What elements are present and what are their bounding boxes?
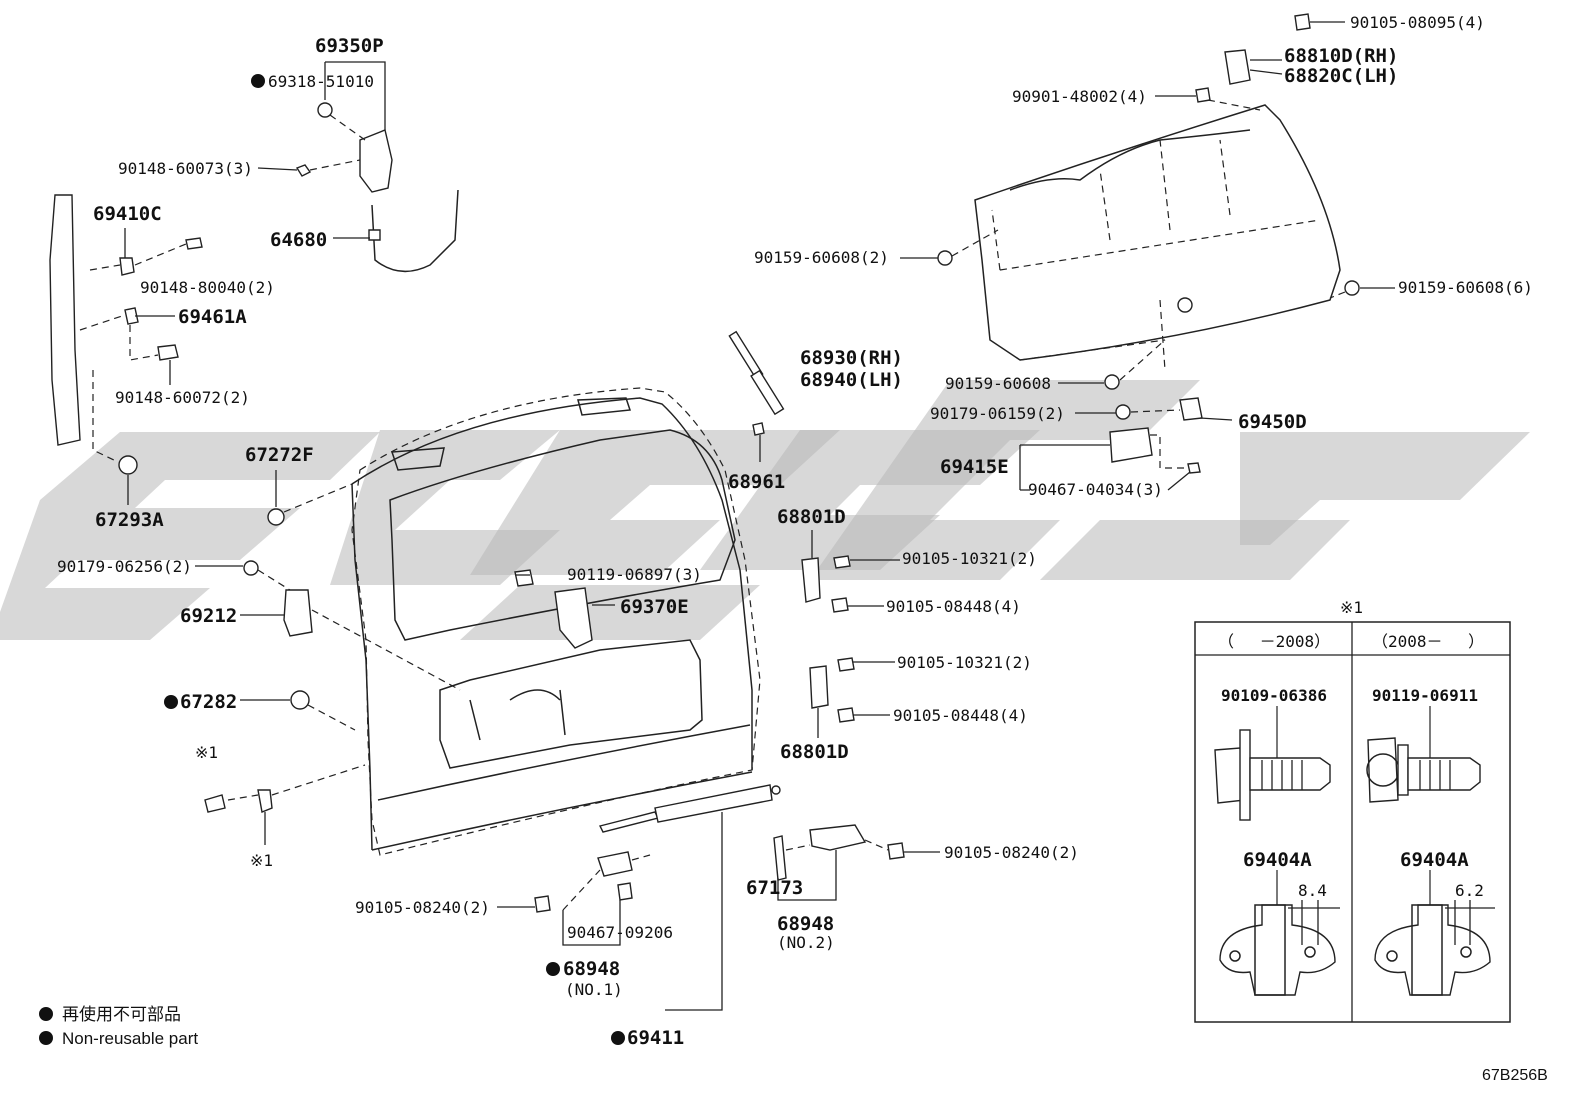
non-reusable-mark [164,695,178,709]
label-69318-51010: 69318-51010 [268,72,374,91]
label-69450D: 69450D [1238,411,1307,433]
label-note1-a: ※1 [195,743,218,762]
label-68948-no2: 68948 [777,913,834,935]
label-90105-08448-b: 90105-08448(4) [893,706,1028,725]
label-69212: 69212 [180,605,237,627]
label-64680: 64680 [270,229,327,251]
label-68930: 68930(RH) [800,347,903,369]
label-68940: 68940(LH) [800,369,903,391]
label-90148-80040: 90148-80040(2) [140,278,275,297]
gas-strut-lower [598,784,781,833]
legend-ja: 再使用不可部品 [62,1004,181,1024]
back-door-panel [351,387,761,856]
label-68801D-a: 68801D [777,506,846,528]
inset-mark: ※1 [1340,598,1363,617]
non-reusable-mark [546,962,560,976]
label-90179-06159: 90179-06159(2) [930,404,1065,423]
inset-col1-bolt: 90109-06386 [1221,686,1327,705]
inset-col2-dim: 6.2 [1455,881,1484,900]
label-90105-08240-b: 90105-08240(2) [944,843,1079,862]
diagram-code: 67B256B [1482,1067,1548,1084]
label-69350P: 69350P [315,35,384,57]
label-90467-09206: 90467-09206 [567,923,673,942]
non-reusable-mark [611,1031,625,1045]
label-90105-10321-a: 90105-10321(2) [902,549,1037,568]
label-90148-60072: 90148-60072(2) [115,388,250,407]
label-68820C: 68820C(LH) [1284,65,1398,87]
label-90179-06256: 90179-06256(2) [57,557,192,576]
label-90105-08448-a: 90105-08448(4) [886,597,1021,616]
label-90148-60073: 90148-60073(3) [118,159,253,178]
label-90105-08095: 90105-08095(4) [1350,13,1485,32]
inset-col1-header: （ －2008） [1218,632,1330,651]
leader-lines [79,21,1395,1011]
inset-box [1194,621,1511,1023]
label-69410C: 69410C [93,203,162,225]
label-67173: 67173 [746,877,803,899]
label-69461A: 69461A [178,306,247,328]
legend: 再使用不可部品 Non-reusable part [39,1004,198,1048]
label-67293A: 67293A [95,509,164,531]
label-67282: 67282 [180,691,237,713]
part-labels: 69350P 69318-51010 90148-60073(3) 64680 … [57,13,1533,1049]
label-69370E: 69370E [620,596,689,618]
label-68801D-b: 68801D [780,741,849,763]
inset-col2-plate: 69404A [1400,849,1469,871]
label-68948-no2-sub: (NO.2) [777,933,835,952]
label-90159-60608-a: 90159-60608(2) [754,248,889,267]
inset-col1-dim: 8.4 [1298,881,1327,900]
label-90467-04034: 90467-04034(3) [1028,480,1163,499]
inset-col1-plate: 69404A [1243,849,1312,871]
label-90119-06897: 90119-06897(3) [567,565,702,584]
label-68948-no1-sub: (NO.1) [565,980,623,999]
non-reusable-mark [39,1031,53,1045]
back-glass-panel [974,104,1341,371]
label-90105-08240-a: 90105-08240(2) [355,898,490,917]
non-reusable-mark [39,1007,53,1021]
label-68810D: 68810D(RH) [1284,45,1398,67]
label-68948-no1: 68948 [563,958,620,980]
label-69415E: 69415E [940,456,1009,478]
label-90105-10321-b: 90105-10321(2) [897,653,1032,672]
label-note1-b: ※1 [250,851,273,870]
label-90159-60608-b: 90159-60608(6) [1398,278,1533,297]
legend-en: Non-reusable part [62,1029,198,1048]
label-68961: 68961 [728,471,785,493]
watermark-logo [0,380,1530,640]
label-69411: 69411 [627,1027,684,1049]
label-67272F: 67272F [245,444,314,466]
inset-col2-header: （2008－ ） [1372,632,1484,651]
inset-col2-bolt: 90119-06911 [1372,686,1478,705]
gas-strut-upper [728,330,785,416]
label-90159-60608-c: 90159-60608 [945,374,1051,393]
label-90901-48002: 90901-48002(4) [1012,87,1147,106]
non-reusable-mark [251,74,265,88]
small-parts [49,13,1360,913]
